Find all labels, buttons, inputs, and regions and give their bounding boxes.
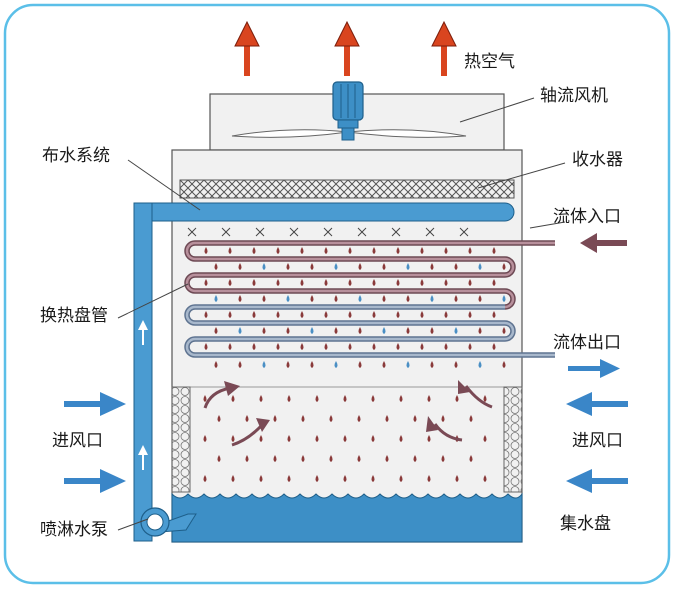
- fluid-outlet-arrow-icon: [568, 359, 620, 378]
- air-inflow-arrow-icon: [64, 392, 628, 493]
- label-collecting-basin: 集水盘: [560, 514, 611, 534]
- label-hot-air: 热空气: [464, 52, 515, 72]
- leader-lines: [117, 97, 566, 531]
- label-spray-pump: 喷淋水泵: [40, 520, 108, 540]
- label-water-collector: 收水器: [572, 150, 623, 170]
- internal-air-arrow-icon: [203, 385, 493, 447]
- spray-nozzles: [187, 227, 469, 237]
- fan-motor-icon: [332, 81, 364, 141]
- label-axial-fan: 轴流风机: [540, 86, 608, 106]
- internal-air-arrowheads: [224, 380, 470, 432]
- fluid-inlet-arrow-icon: [580, 233, 627, 253]
- right-louver: [503, 386, 523, 493]
- label-air-inlet-right: 进风口: [572, 431, 623, 451]
- heat-exchange-coil: [184, 240, 555, 358]
- riser-flow-arrow-icon: [138, 320, 148, 470]
- label-water-distribution: 布水系统: [42, 146, 110, 166]
- label-heat-exchange-coil: 换热盘管: [40, 306, 108, 326]
- label-fluid-inlet: 流体入口: [553, 207, 621, 227]
- label-air-inlet-left: 进风口: [52, 431, 103, 451]
- hot-air-arrow-icon: [234, 20, 457, 76]
- water-collector: [179, 179, 515, 199]
- label-fluid-outlet: 流体出口: [553, 333, 621, 353]
- water-drop-icon: [203, 247, 506, 482]
- left-louver: [171, 386, 191, 493]
- distribution-pipe: [133, 202, 515, 542]
- collecting-basin: [171, 492, 523, 543]
- spray-pump-icon: [140, 507, 197, 537]
